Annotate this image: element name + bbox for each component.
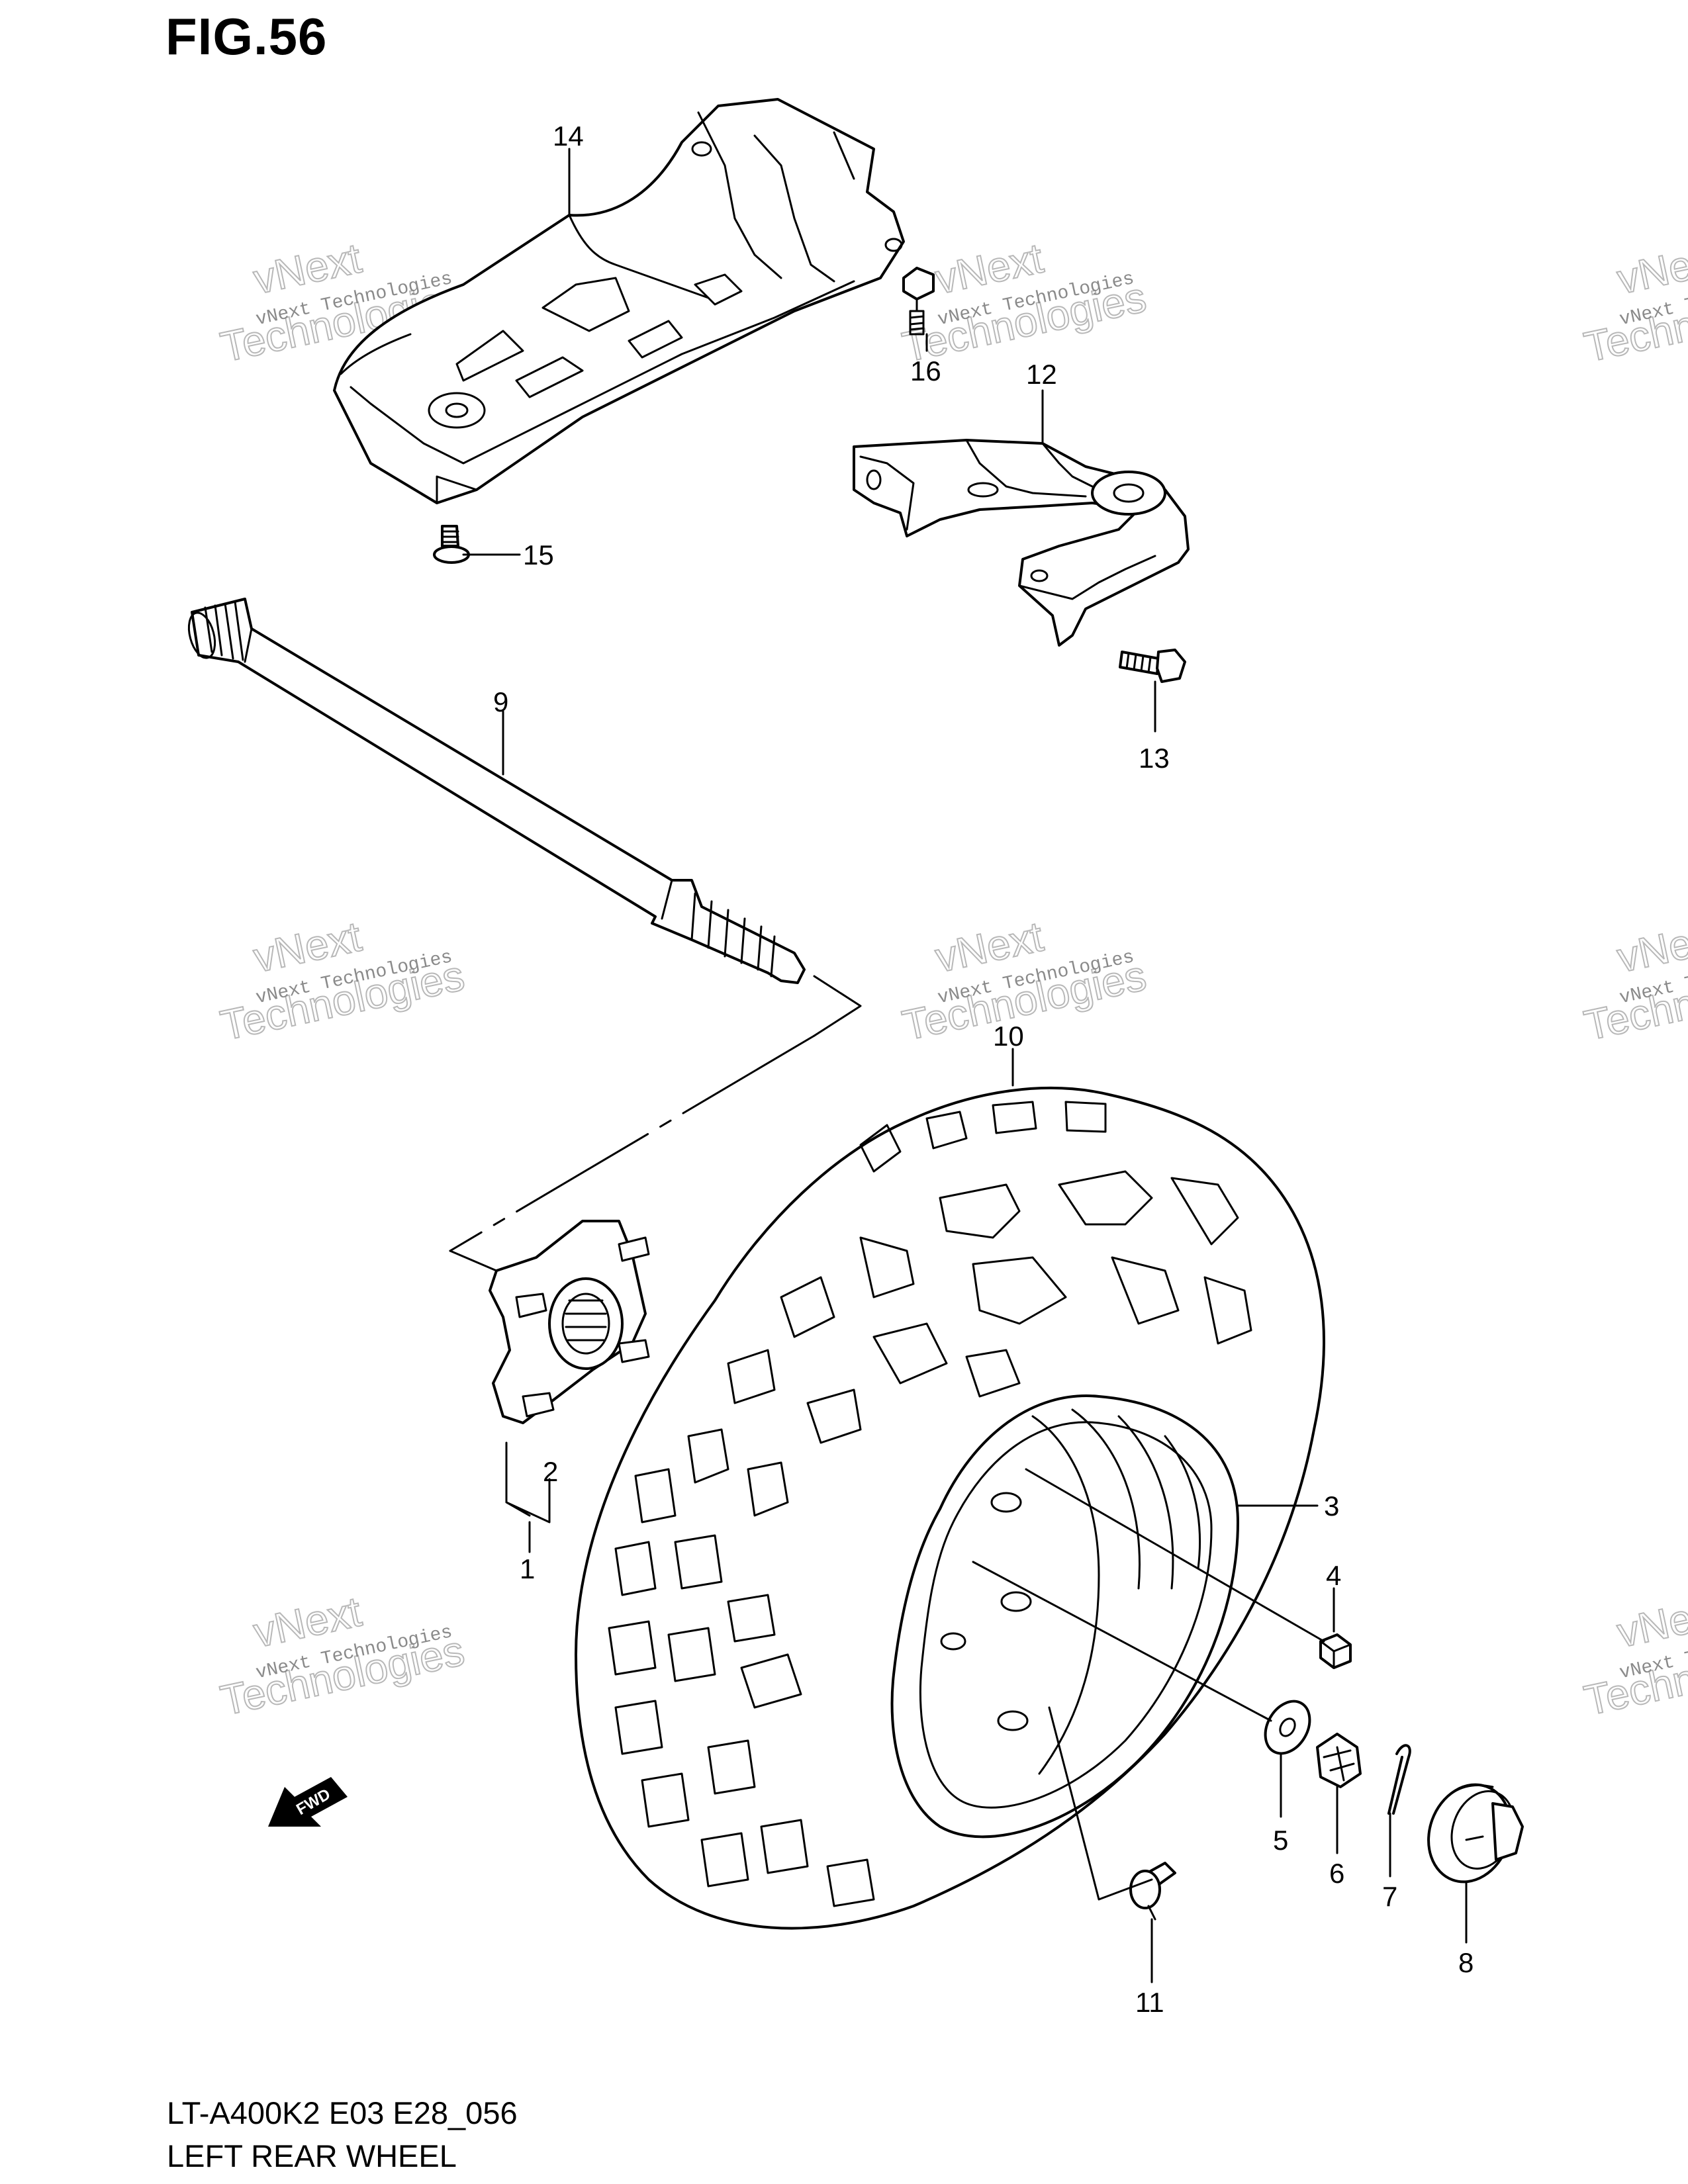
part-5-washer[interactable]: [1256, 1694, 1319, 1762]
callout-15: 15: [523, 539, 554, 570]
svg-text:vNext: vNext: [1613, 913, 1688, 981]
watermark: Technologies vNext vNext Technologies: [216, 912, 469, 1050]
callout-10: 10: [993, 1021, 1024, 1052]
callout-2: 2: [543, 1456, 558, 1487]
callout-4: 4: [1326, 1560, 1341, 1591]
part-1-hub[interactable]: [489, 1220, 647, 1424]
callout-7: 7: [1382, 1881, 1397, 1912]
section-name-caption: LEFT REAR WHEEL: [167, 2138, 457, 2173]
part-3-rim[interactable]: [890, 1394, 1239, 1839]
part-10-tire[interactable]: [575, 1087, 1325, 1930]
part-4-nut[interactable]: [1319, 1633, 1352, 1669]
figure-title: FIG.56: [165, 7, 328, 66]
fwd-direction-arrow: FWD: [268, 1777, 348, 1827]
callout-3: 3: [1324, 1490, 1339, 1522]
svg-text:vNext: vNext: [1613, 234, 1688, 303]
callout-9: 9: [493, 686, 508, 717]
part-8-hub-cap[interactable]: [1415, 1773, 1524, 1893]
part-11-valve-stem[interactable]: [1129, 1862, 1176, 1921]
callout-5: 5: [1273, 1825, 1288, 1856]
callout-16: 16: [910, 355, 941, 387]
watermark: Technologies vNext vNext Technologies: [216, 1587, 469, 1725]
watermark: Technologies vNext vNext Technologies: [1579, 912, 1688, 1050]
callout-6: 6: [1329, 1858, 1344, 1889]
part-6-castle-nut[interactable]: [1316, 1733, 1362, 1788]
part-9-axle[interactable]: [185, 598, 806, 984]
part-2-studs[interactable]: [515, 1236, 650, 1418]
callout-8: 8: [1458, 1947, 1474, 1978]
part-7-cotter-pin[interactable]: [1387, 1744, 1411, 1815]
part-16-bolt[interactable]: [902, 267, 935, 336]
part-14-skid-plate[interactable]: [333, 98, 905, 504]
part-15-bolt[interactable]: [433, 525, 470, 564]
part-13-bolt[interactable]: [1119, 649, 1186, 683]
callout-12: 12: [1026, 359, 1057, 390]
watermark: Technologies vNext vNext Technologies: [1579, 1587, 1688, 1725]
model-code-caption: LT-A400K2 E03 E28_056: [167, 2095, 518, 2130]
svg-text:vNext: vNext: [1613, 1588, 1688, 1657]
watermark: Technologies vNext vNext Technologies: [1579, 234, 1688, 372]
callout-11: 11: [1135, 1987, 1164, 2018]
leader-lines: [462, 148, 1468, 1983]
callout-1: 1: [520, 1553, 535, 1584]
callout-13: 13: [1139, 743, 1170, 774]
assembly-leader-axle-hub: [449, 975, 862, 1272]
callout-labels: 14 16 12 15 13 9 10 2 1 3 4 5 6 7 8 11: [493, 120, 1474, 2018]
part-12-bracket[interactable]: [853, 439, 1190, 647]
callout-14: 14: [553, 120, 584, 152]
